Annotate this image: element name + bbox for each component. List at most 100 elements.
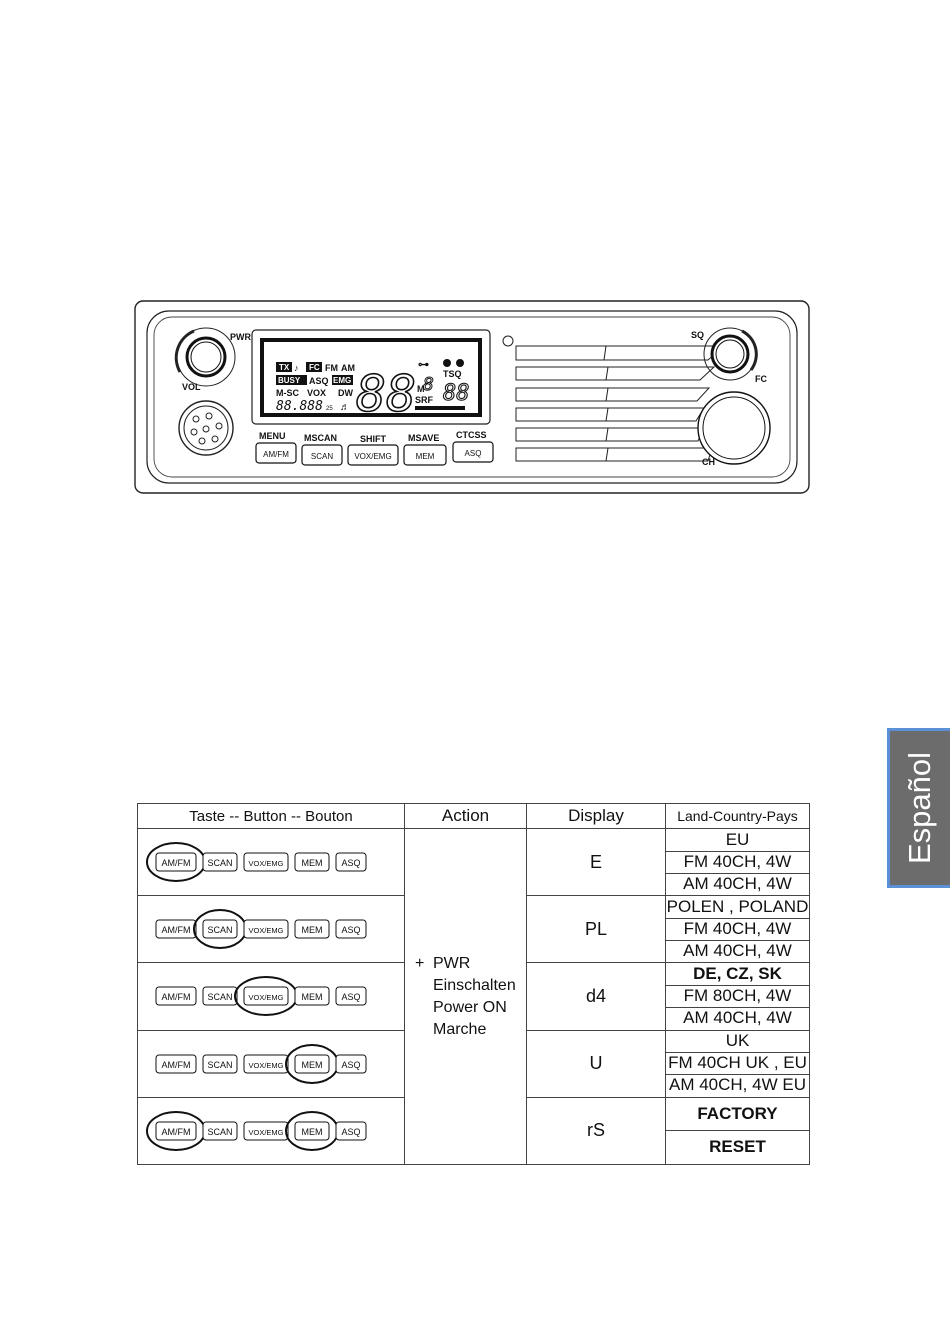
header-button: Taste -- Button -- Bouton	[137, 803, 405, 829]
pwr-label: PWR	[230, 332, 251, 342]
volume-knob	[174, 327, 236, 387]
mini-button-label: ASQ	[341, 925, 360, 935]
mini-button: AM/FM	[155, 986, 197, 1006]
mini-button: MEM	[285, 1110, 339, 1151]
mini-button-label: VOX/EMG	[248, 1128, 283, 1137]
button-combo-cell: AM/FM SCAN VOX/EMG MEM ASQ	[137, 962, 405, 1031]
shift-label: SHIFT	[360, 434, 387, 444]
mini-button-label: AM/FM	[162, 925, 191, 935]
mini-button-label: MEM	[302, 1127, 323, 1137]
microphone-socket	[178, 400, 234, 456]
mini-button: SCAN	[202, 1121, 238, 1141]
lcd-busy: BUSY	[278, 376, 301, 385]
mini-button-label: ASQ	[341, 1060, 360, 1070]
button-combo-cell: AM/FM SCAN VOX/EMG MEM ASQ	[137, 1029, 405, 1098]
mini-button-label: SCAN	[207, 858, 232, 868]
mini-button-label: AM/FM	[162, 992, 191, 1002]
vol-label: VOL	[182, 382, 201, 392]
msave-label: MSAVE	[408, 433, 439, 443]
lcd-frequency: 88.888	[276, 399, 323, 414]
display-code: d4	[526, 962, 666, 1031]
mini-button-label: SCAN	[207, 1127, 232, 1137]
fc-label: FC	[755, 374, 767, 384]
lcd-tone-icon: ♬	[340, 402, 350, 413]
country-settings-table: Taste -- Button -- Bouton Action Display…	[137, 803, 810, 1166]
lcd-asq: ASQ	[309, 376, 329, 386]
mini-button-label: VOX/EMG	[248, 1061, 283, 1070]
lcd-fm: FM	[325, 363, 338, 373]
lcd-fc: FC	[309, 363, 320, 372]
lcd-frequency-suffix: 25	[326, 406, 333, 412]
header-display: Display	[526, 803, 666, 829]
mini-button: ASQ	[335, 986, 367, 1006]
ch-label: CH	[702, 457, 715, 467]
country-line: FM 40CH, 4W	[666, 852, 809, 874]
mini-button: MEM	[285, 1043, 339, 1084]
mini-button: AM/FM	[146, 1110, 206, 1151]
speaker-grille	[515, 345, 726, 462]
menu-label: MENU	[259, 431, 286, 441]
table-header-row: Taste -- Button -- Bouton Action Display…	[137, 803, 810, 829]
squelch-knob	[703, 327, 758, 381]
voxemg-button-label: VOX/EMG	[354, 452, 391, 461]
country-line: RESET	[709, 1137, 766, 1157]
country-line: AM 40CH, 4W EU	[669, 1075, 806, 1095]
lcd-tsq: TSQ	[443, 369, 462, 379]
country-line: FM 80CH, 4W	[666, 986, 809, 1008]
lcd-tx: TX	[279, 363, 290, 372]
mini-button: AM/FM	[155, 1054, 197, 1074]
lcd-vox: VOX	[307, 388, 326, 398]
mini-button-label: VOX/EMG	[248, 993, 283, 1002]
lcd-srf: SRF	[415, 395, 434, 405]
asq-button-label: ASQ	[465, 449, 482, 458]
mini-button: SCAN	[193, 909, 247, 950]
mini-button-label: ASQ	[341, 1127, 360, 1137]
mini-button: MEM	[294, 919, 330, 939]
amfm-button-label: AM/FM	[263, 450, 289, 459]
channel-knob	[697, 391, 771, 465]
country-cell: UK FM 40CH UK , EU AM 40CH, 4W EU	[665, 1029, 810, 1098]
mini-button-label: AM/FM	[162, 858, 191, 868]
mini-button-label: MEM	[302, 858, 323, 868]
country-line: AM 40CH, 4W	[683, 1007, 792, 1027]
mini-button-label: VOX/EMG	[248, 859, 283, 868]
mini-button-label: VOX/EMG	[248, 926, 283, 935]
display-code: PL	[526, 895, 666, 964]
country-line: FM 40CH, 4W	[666, 919, 809, 941]
mini-button-label: SCAN	[207, 992, 232, 1002]
country-cell: EU FM 40CH, 4W AM 40CH, 4W	[665, 827, 810, 897]
country-cell: FACTORY RESET	[665, 1096, 810, 1166]
button-combination: AM/FM SCAN VOX/EMG MEM ASQ	[155, 1043, 367, 1084]
mini-button-label: MEM	[302, 1060, 323, 1070]
lcd-mem-digit: 8	[423, 374, 434, 395]
table-row: AM/FM SCAN VOX/EMG MEM ASQ d4 DE, CZ, SK FM …	[137, 962, 810, 1031]
radio-front-panel-illustration: PWR VOL TX ♪ FC FM AM BUSY ASQ EMG M-SC …	[134, 300, 810, 494]
mini-button-label: AM/FM	[162, 1127, 191, 1137]
country-line: DE, CZ, SK	[666, 964, 809, 986]
country-cell: POLEN , POLAND FM 40CH, 4W AM 40CH, 4W	[665, 895, 810, 964]
country-line: EU	[666, 830, 809, 852]
lcd-dw: DW	[338, 388, 353, 398]
sq-label: SQ	[691, 330, 704, 340]
mscan-label: MSCAN	[304, 433, 337, 443]
action-line-2: Einschalten	[433, 976, 516, 994]
mini-button: SCAN	[202, 1054, 238, 1074]
ctcss-label: CTCSS	[456, 430, 487, 440]
language-side-tab: Español	[887, 728, 950, 888]
button-combo-cell: AM/FM SCAN VOX/EMG MEM ASQ	[137, 1096, 405, 1166]
mini-button: VOX/EMG	[243, 1121, 289, 1141]
mini-button-label: MEM	[302, 992, 323, 1002]
lcd-emg: EMG	[333, 376, 351, 385]
mem-button-label: MEM	[416, 452, 435, 461]
mini-button: AM/FM	[146, 842, 206, 883]
country-line: AM 40CH, 4W	[683, 940, 792, 960]
mini-button: MEM	[294, 852, 330, 872]
button-combination: AM/FM SCAN VOX/EMG MEM ASQ	[146, 1110, 367, 1151]
mini-button-label: AM/FM	[162, 1060, 191, 1070]
lcd-key-icon: ⊶	[418, 359, 429, 371]
